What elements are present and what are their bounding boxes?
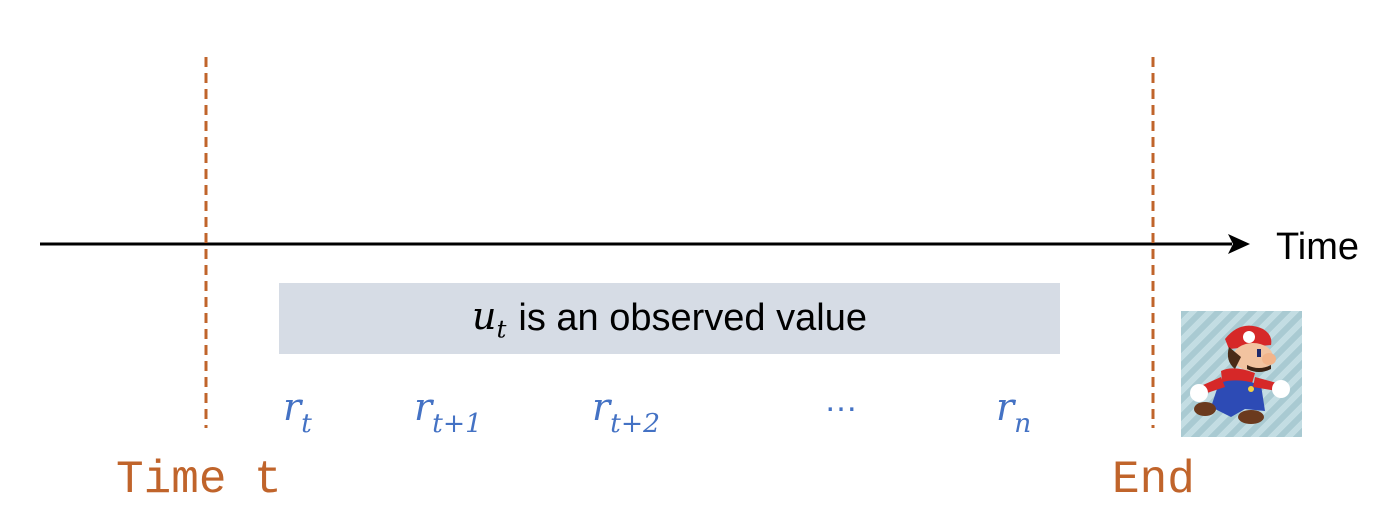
reward-r-t: rt	[283, 385, 312, 439]
observed-value-text: is an observed value	[518, 297, 867, 339]
observed-value-box: ut is an observed value	[279, 283, 1060, 354]
end-marker-label: End	[1112, 454, 1195, 506]
time-axis-arrowhead	[1228, 234, 1250, 254]
start-marker-label: Time t	[116, 454, 282, 506]
reward-r-t-plus-2: rt+2	[592, 385, 661, 439]
mario-running-icon	[1181, 311, 1302, 437]
reward-r-t-plus-1: rt+1	[414, 385, 483, 439]
u-t-variable: ut	[472, 293, 507, 344]
time-axis-label: Time	[1276, 226, 1360, 268]
reward-r-n: rn	[996, 385, 1032, 439]
reward-ellipsis: …	[824, 381, 858, 419]
